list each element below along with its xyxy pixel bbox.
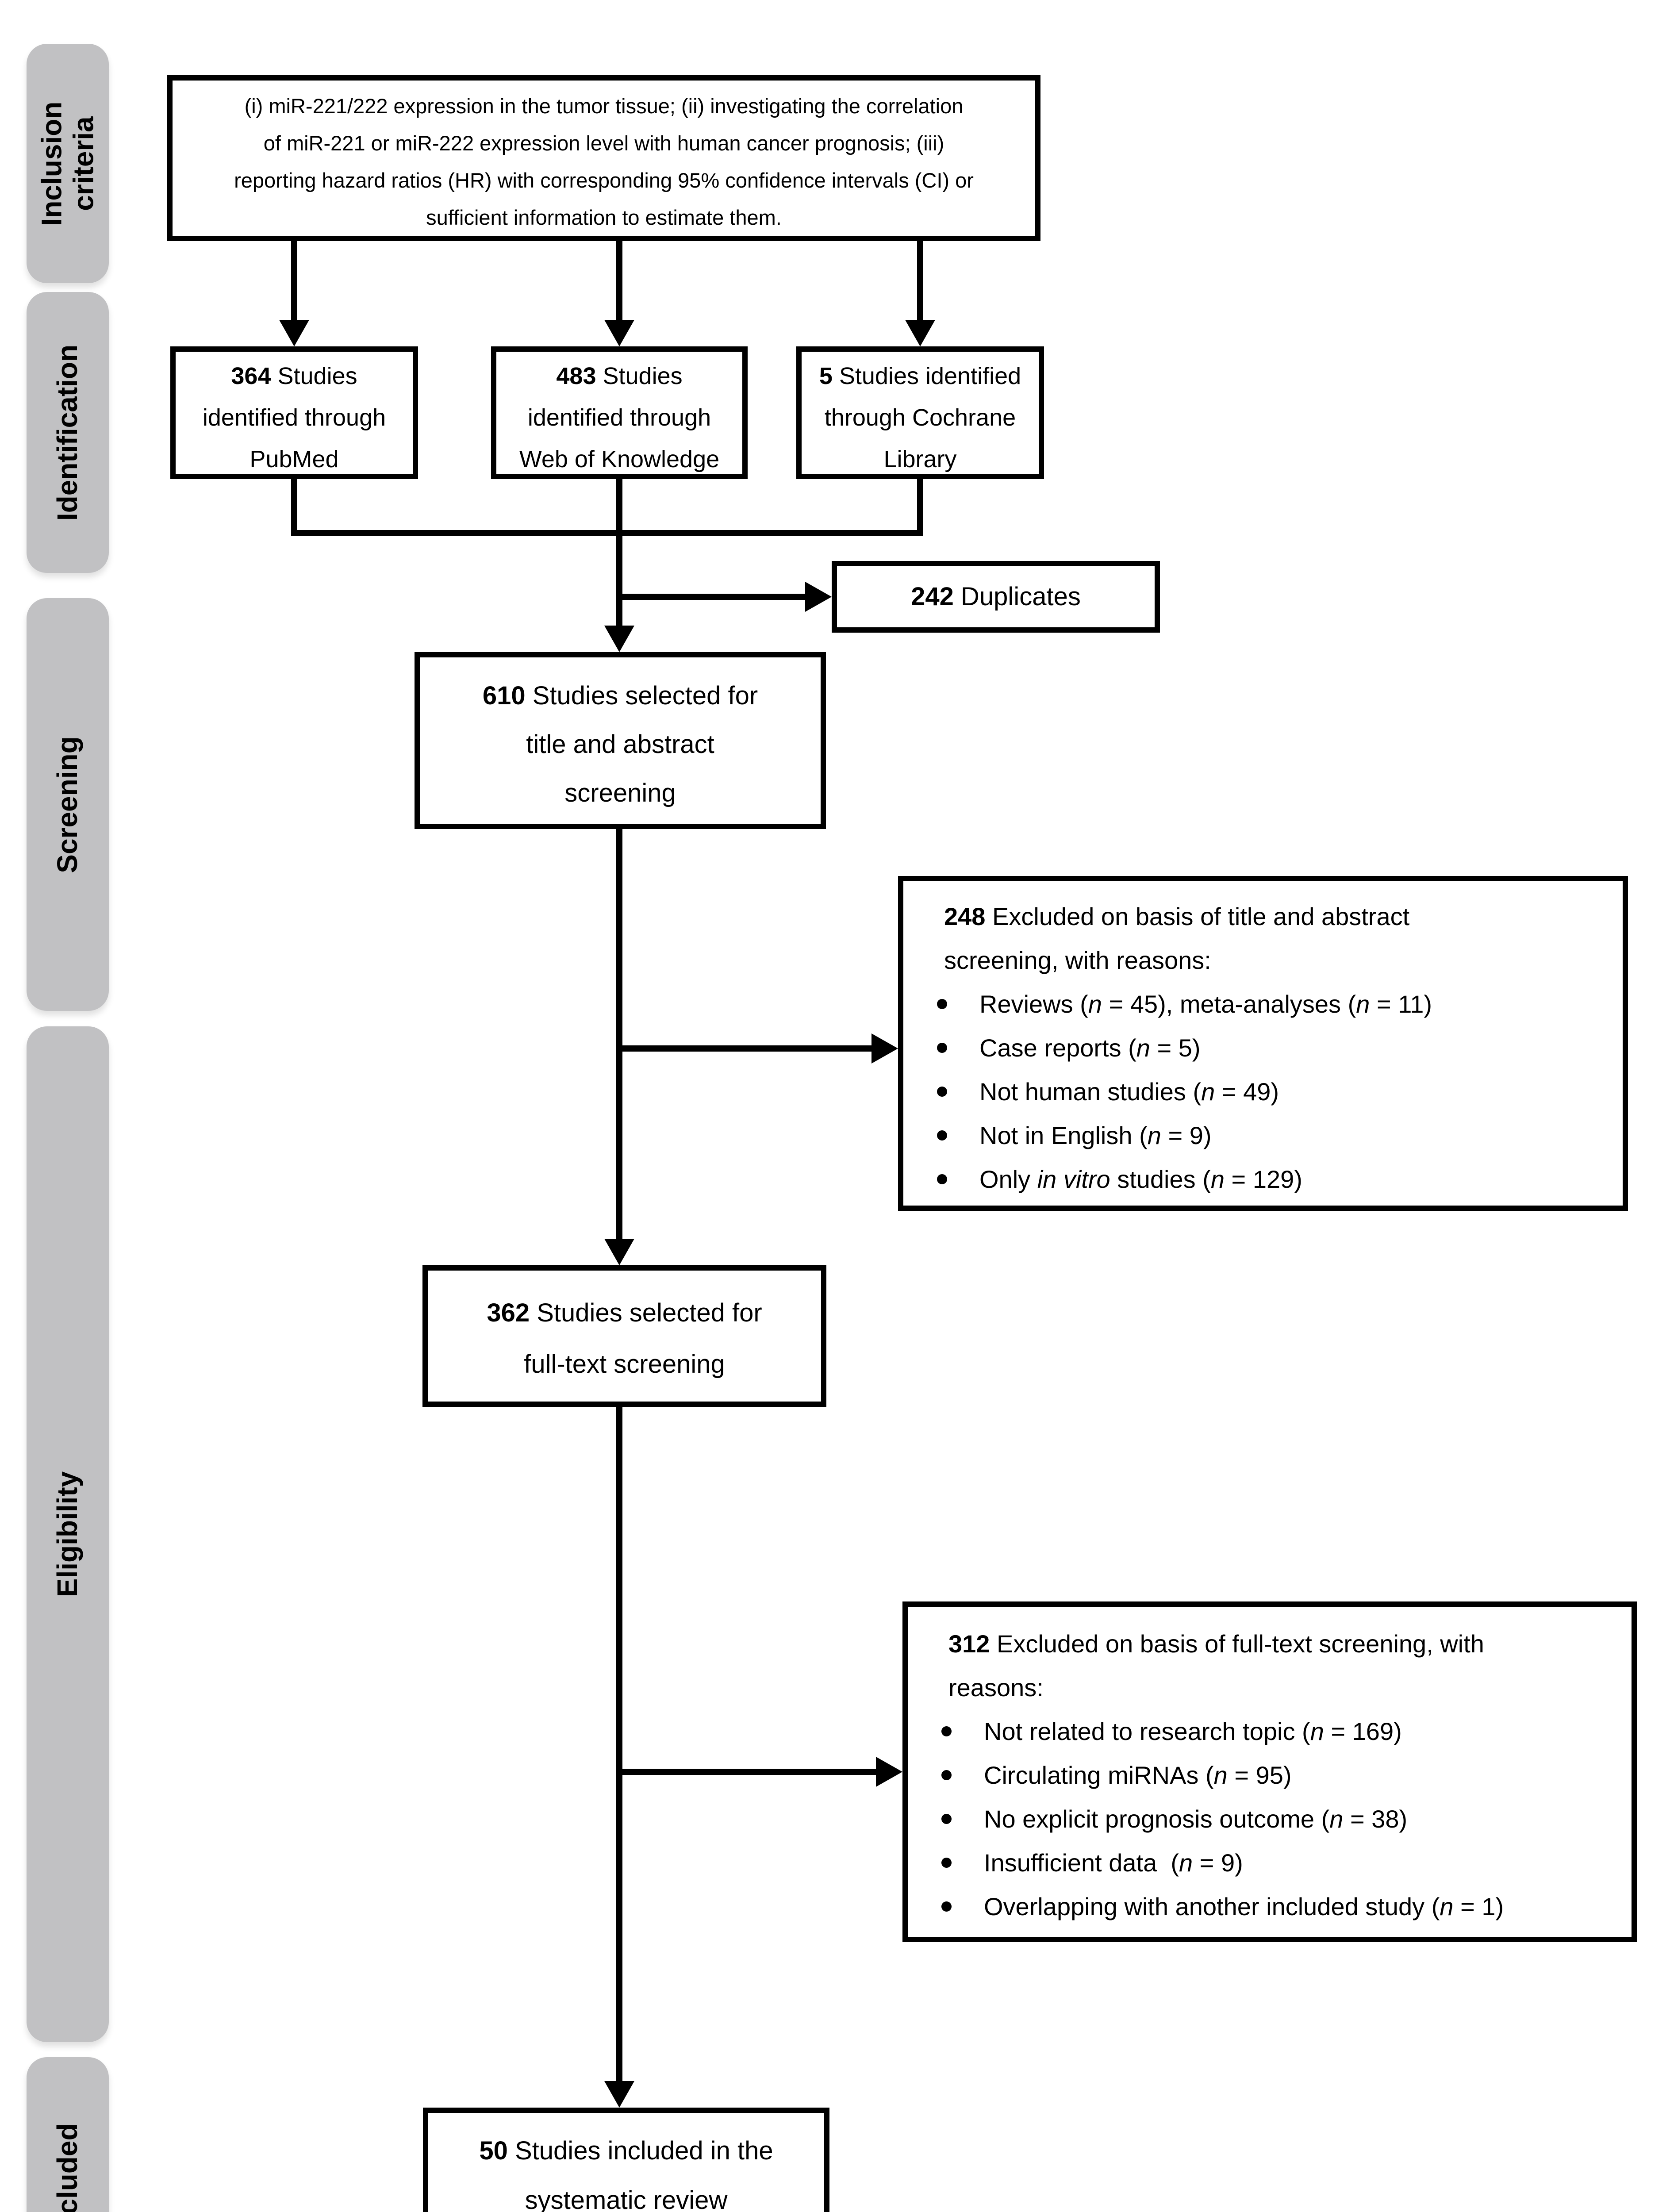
excluded-full-text-list: Not related to research topic (n = 169) …	[908, 1709, 1632, 1928]
stage-eligibility: Eligibility	[27, 1026, 109, 2042]
arrowhead-right-excluded-title-abstract-icon	[871, 1033, 898, 1064]
stage-screening: Screening	[27, 598, 109, 1011]
excluded-reason-item: Insufficient data (n = 9)	[908, 1841, 1632, 1885]
stage-included: Included	[27, 2057, 109, 2212]
excluded-reason-item: Not related to research topic (n = 169)	[908, 1709, 1632, 1753]
arrowhead-down-pubmed-icon	[279, 320, 309, 346]
arrowhead-down-cochrane-icon	[905, 320, 935, 346]
excluded-title-abstract-list: Reviews (n = 45), meta-analyses (n = 11)…	[903, 982, 1623, 1201]
excluded-full-text-header: 312 Excluded on basis of full-text scree…	[948, 1630, 1484, 1701]
arrowhead-down-title-abstract-icon	[604, 626, 634, 652]
excluded-reason-item: No explicit prognosis outcome (n = 38)	[908, 1797, 1632, 1841]
excluded-reason-item: Circulating miRNAs (n = 95)	[908, 1753, 1632, 1797]
excluded-reason-item: Reviews (n = 45), meta-analyses (n = 11)	[903, 982, 1623, 1026]
stage-identification-label: Identification	[51, 344, 84, 521]
duplicates-box: 242 Duplicates	[832, 561, 1160, 633]
excluded-reason-item: Case reports (n = 5)	[903, 1026, 1623, 1070]
excluded-reason-item: Overlapping with another included study …	[908, 1885, 1632, 1928]
line-full-text-to-included	[616, 1407, 622, 2085]
excluded-title-abstract-header: 248 Excluded on basis of title and abstr…	[944, 902, 1410, 974]
stage-identification: Identification	[27, 292, 109, 573]
excluded-title-abstract-box: 248 Excluded on basis of title and abstr…	[898, 876, 1628, 1211]
line-title-abstract-to-full-text	[616, 829, 622, 1243]
line-criteria-to-cochrane	[917, 241, 923, 323]
arrowhead-down-full-text-icon	[604, 1239, 634, 1265]
line-merge-horizontal	[291, 530, 923, 536]
stage-eligibility-label: Eligibility	[51, 1471, 84, 1598]
line-to-excluded-title-abstract	[619, 1045, 873, 1052]
line-merge-to-title-abstract	[616, 479, 622, 630]
excluded-full-text-box: 312 Excluded on basis of full-text scree…	[902, 1601, 1637, 1942]
line-criteria-to-web-of-knowledge	[616, 241, 622, 323]
arrowhead-right-duplicates-icon	[805, 582, 832, 612]
excluded-reason-item: Not human studies (n = 49)	[903, 1070, 1623, 1114]
line-criteria-to-pubmed	[291, 241, 297, 323]
line-to-duplicates	[619, 594, 807, 600]
line-pubmed-down	[291, 479, 297, 536]
line-to-excluded-full-text	[619, 1769, 878, 1775]
inclusion-criteria-text: (i) miR-221/222 expression in the tumor …	[234, 94, 974, 229]
stage-screening-label: Screening	[51, 736, 84, 873]
stage-included-label: Included	[51, 2123, 84, 2212]
inclusion-criteria-box: (i) miR-221/222 expression in the tumor …	[167, 75, 1040, 241]
arrowhead-down-web-of-knowledge-icon	[604, 320, 634, 346]
duplicates-text: 242 Duplicates	[911, 582, 1081, 611]
excluded-reason-item: Only in vitro studies (n = 129)	[903, 1157, 1623, 1201]
arrowhead-down-included-icon	[604, 2081, 634, 2108]
arrowhead-right-excluded-full-text-icon	[876, 1757, 902, 1787]
line-cochrane-down	[917, 479, 923, 536]
excluded-reason-item: Not in English (n = 9)	[903, 1114, 1623, 1157]
